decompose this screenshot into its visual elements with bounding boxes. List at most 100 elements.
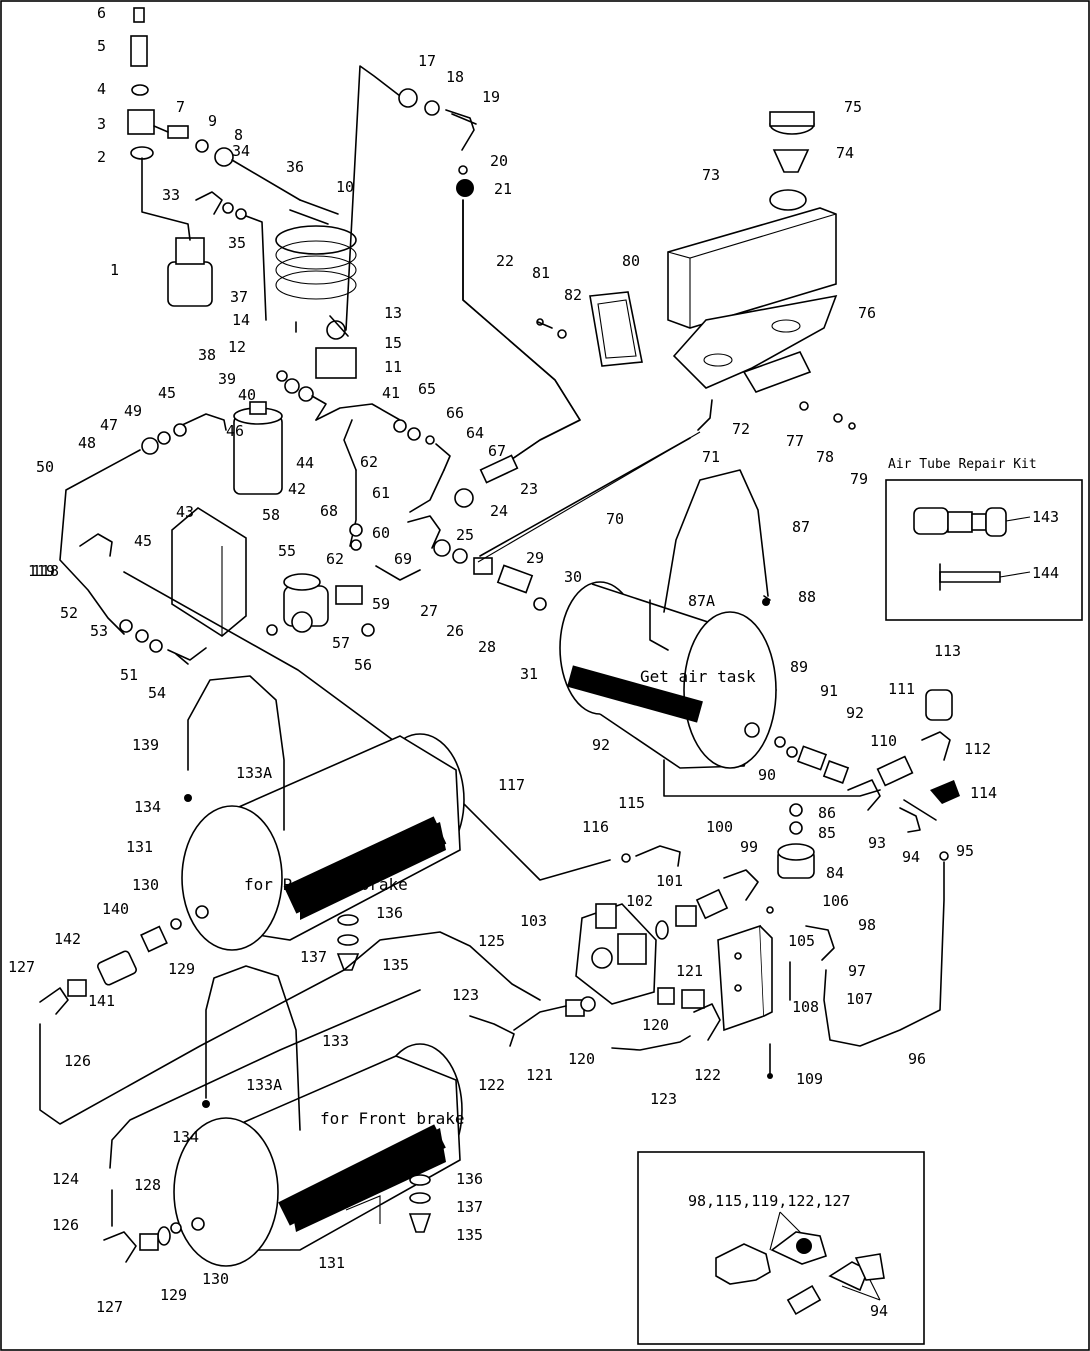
part-label-15: 15 [384, 334, 402, 352]
part-label-45: 45 [158, 384, 176, 402]
part-label-126: 126 [52, 1216, 79, 1234]
part-label-111: 111 [888, 680, 915, 698]
part-label-133a: 133A [236, 764, 272, 782]
part-label-93: 93 [868, 834, 886, 852]
wet-air-tank-caption: Get air task [640, 667, 756, 686]
part-label-106: 106 [822, 892, 849, 910]
hose-22-group [398, 88, 581, 508]
detail-callout-bottom: 94 [870, 1302, 888, 1320]
repair-kit-title: Air Tube Repair Kit [888, 457, 1037, 472]
part-label-62: 62 [326, 550, 344, 568]
part-label-25: 25 [456, 526, 474, 544]
part-label-122: 122 [694, 1066, 721, 1084]
part-label-4: 4 [97, 80, 106, 98]
part-label-33: 33 [162, 186, 180, 204]
part-label-42: 42 [288, 480, 306, 498]
part-label-140: 140 [102, 900, 129, 918]
part-label-80: 80 [622, 252, 640, 270]
part-label-142: 142 [54, 930, 81, 948]
part-label-88: 88 [798, 588, 816, 606]
part-label-29: 29 [526, 549, 544, 567]
part-label-100: 100 [706, 818, 733, 836]
part-label-143: 143 [1032, 508, 1059, 526]
part-label-40: 40 [238, 386, 256, 404]
part-label-134: 134 [172, 1128, 199, 1146]
part-label-117: 117 [498, 776, 525, 794]
part-label-77: 77 [786, 432, 804, 450]
part-label-2: 2 [97, 148, 106, 166]
part-label-86: 86 [818, 804, 836, 822]
part-label-91: 91 [820, 682, 838, 700]
part-label-135: 135 [456, 1226, 483, 1244]
part-label-123: 123 [452, 986, 479, 1004]
front-brake-tank [103, 965, 463, 1267]
part-label-62: 62 [360, 453, 378, 471]
bracket-80-group [536, 291, 643, 367]
part-label-36: 36 [286, 158, 304, 176]
part-label-102: 102 [626, 892, 653, 910]
part-label-38: 38 [198, 346, 216, 364]
part-label-79: 79 [850, 470, 868, 488]
part-label-103: 103 [520, 912, 547, 930]
part-label-113: 113 [934, 642, 961, 660]
part-label-9: 9 [208, 112, 217, 130]
part-label-123: 123 [650, 1090, 677, 1108]
part-label-94: 94 [902, 848, 920, 866]
part-label-136: 136 [376, 904, 403, 922]
part-label-39: 39 [218, 370, 236, 388]
part-label-107: 107 [846, 990, 873, 1008]
part-label-129: 129 [160, 1286, 187, 1304]
part-label-30: 30 [564, 568, 582, 586]
part-label-112: 112 [964, 740, 991, 758]
part-label-21: 21 [494, 180, 512, 198]
part-label-120: 120 [642, 1016, 669, 1034]
part-label-50: 50 [36, 458, 54, 476]
part-label-64: 64 [466, 424, 484, 442]
part-label-14: 14 [232, 311, 250, 329]
drain-valve-group [774, 689, 960, 1047]
part-label-13: 13 [384, 304, 402, 322]
part-label-144: 144 [1032, 564, 1059, 582]
part-label-10: 10 [336, 178, 354, 196]
part-label-48: 48 [78, 434, 96, 452]
part-label-84: 84 [826, 864, 844, 882]
part-label-8: 8 [234, 126, 243, 144]
part-label-114: 114 [970, 784, 997, 802]
part-label-127: 127 [96, 1298, 123, 1316]
part-label-68: 68 [320, 502, 338, 520]
part-label-1: 1 [110, 261, 119, 279]
part-label-120: 120 [568, 1050, 595, 1068]
part-label-52: 52 [60, 604, 78, 622]
part-label-135: 135 [382, 956, 409, 974]
part-label-125: 125 [478, 932, 505, 950]
part-label-6: 6 [97, 4, 106, 22]
part-label-59: 59 [372, 595, 390, 613]
part-label-75: 75 [844, 98, 862, 116]
part-label-110: 110 [870, 732, 897, 750]
part-label-71: 71 [702, 448, 720, 466]
part-label-127: 127 [8, 958, 35, 976]
part-label-34: 34 [232, 142, 250, 160]
part-label-58: 58 [262, 506, 280, 524]
part-label-95: 95 [956, 842, 974, 860]
part-label-82: 82 [564, 286, 582, 304]
part-label-19: 19 [482, 88, 500, 106]
part-label-69: 69 [394, 550, 412, 568]
part-label-44: 44 [296, 454, 314, 472]
part-label-57: 57 [332, 634, 350, 652]
part-label-47: 47 [100, 416, 118, 434]
part-label-87a: 87A [688, 592, 715, 610]
part-label-133a: 133A [246, 1076, 282, 1094]
part-label-12: 12 [228, 338, 246, 356]
part-label-11: 11 [384, 358, 402, 376]
part-label-41: 41 [382, 384, 400, 402]
part-label-97: 97 [848, 962, 866, 980]
part-label-90: 90 [758, 766, 776, 784]
detail-callout-top: 98,115,119,122,127 [688, 1192, 851, 1210]
part-label-119: 119 [28, 562, 55, 580]
part-label-105: 105 [788, 932, 815, 950]
part-label-130: 130 [132, 876, 159, 894]
part-label-98: 98 [858, 916, 876, 934]
part-label-116: 116 [582, 818, 609, 836]
